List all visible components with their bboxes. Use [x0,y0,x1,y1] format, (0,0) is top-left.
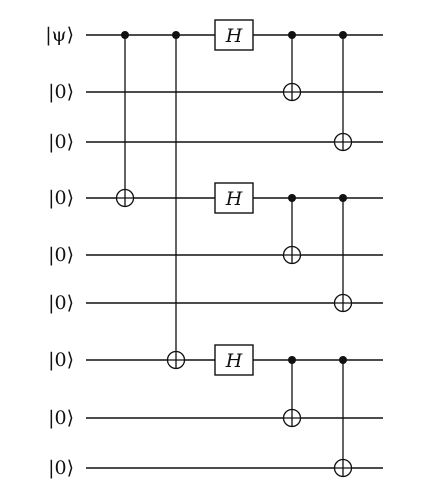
cnot-control-dot-9 [339,194,347,202]
qubit-labels: |ψ⟩ |0⟩ |0⟩ |0⟩ |0⟩ |0⟩ |0⟩ |0⟩ |0⟩ [45,24,74,479]
qubit-label-6: |0⟩ [48,349,74,371]
hadamard-gate-6 [214,344,254,376]
cnot-control-dot-10 [339,356,347,364]
qubit-label-4: |0⟩ [48,244,74,266]
qubit-wires [86,34,383,469]
circuit-gates: H H H [115,19,353,478]
hadamard-label-3: H [225,188,243,210]
qubit-label-7: |0⟩ [48,407,74,429]
qubit-label-5: |0⟩ [48,292,74,314]
cnot-control-dot-0 [121,31,129,39]
qubit-label-0: |ψ⟩ [45,24,74,46]
hadamard-label-0: H [225,25,243,47]
hadamard-gate-3 [214,182,254,214]
qubit-label-1: |0⟩ [48,81,74,103]
hadamard-label-6: H [225,350,243,372]
cnot-control-dot-7 [288,356,296,364]
cnot-control-dot-8 [339,31,347,39]
hadamard-gate-0 [214,19,254,51]
cnot-control-dot-1 [172,31,180,39]
qubit-label-2: |0⟩ [48,131,74,153]
cnot-control-dot-6 [288,194,296,202]
cnot-control-dot-5 [288,31,296,39]
qubit-label-8: |0⟩ [48,457,74,479]
qubit-label-3: |0⟩ [48,187,74,209]
